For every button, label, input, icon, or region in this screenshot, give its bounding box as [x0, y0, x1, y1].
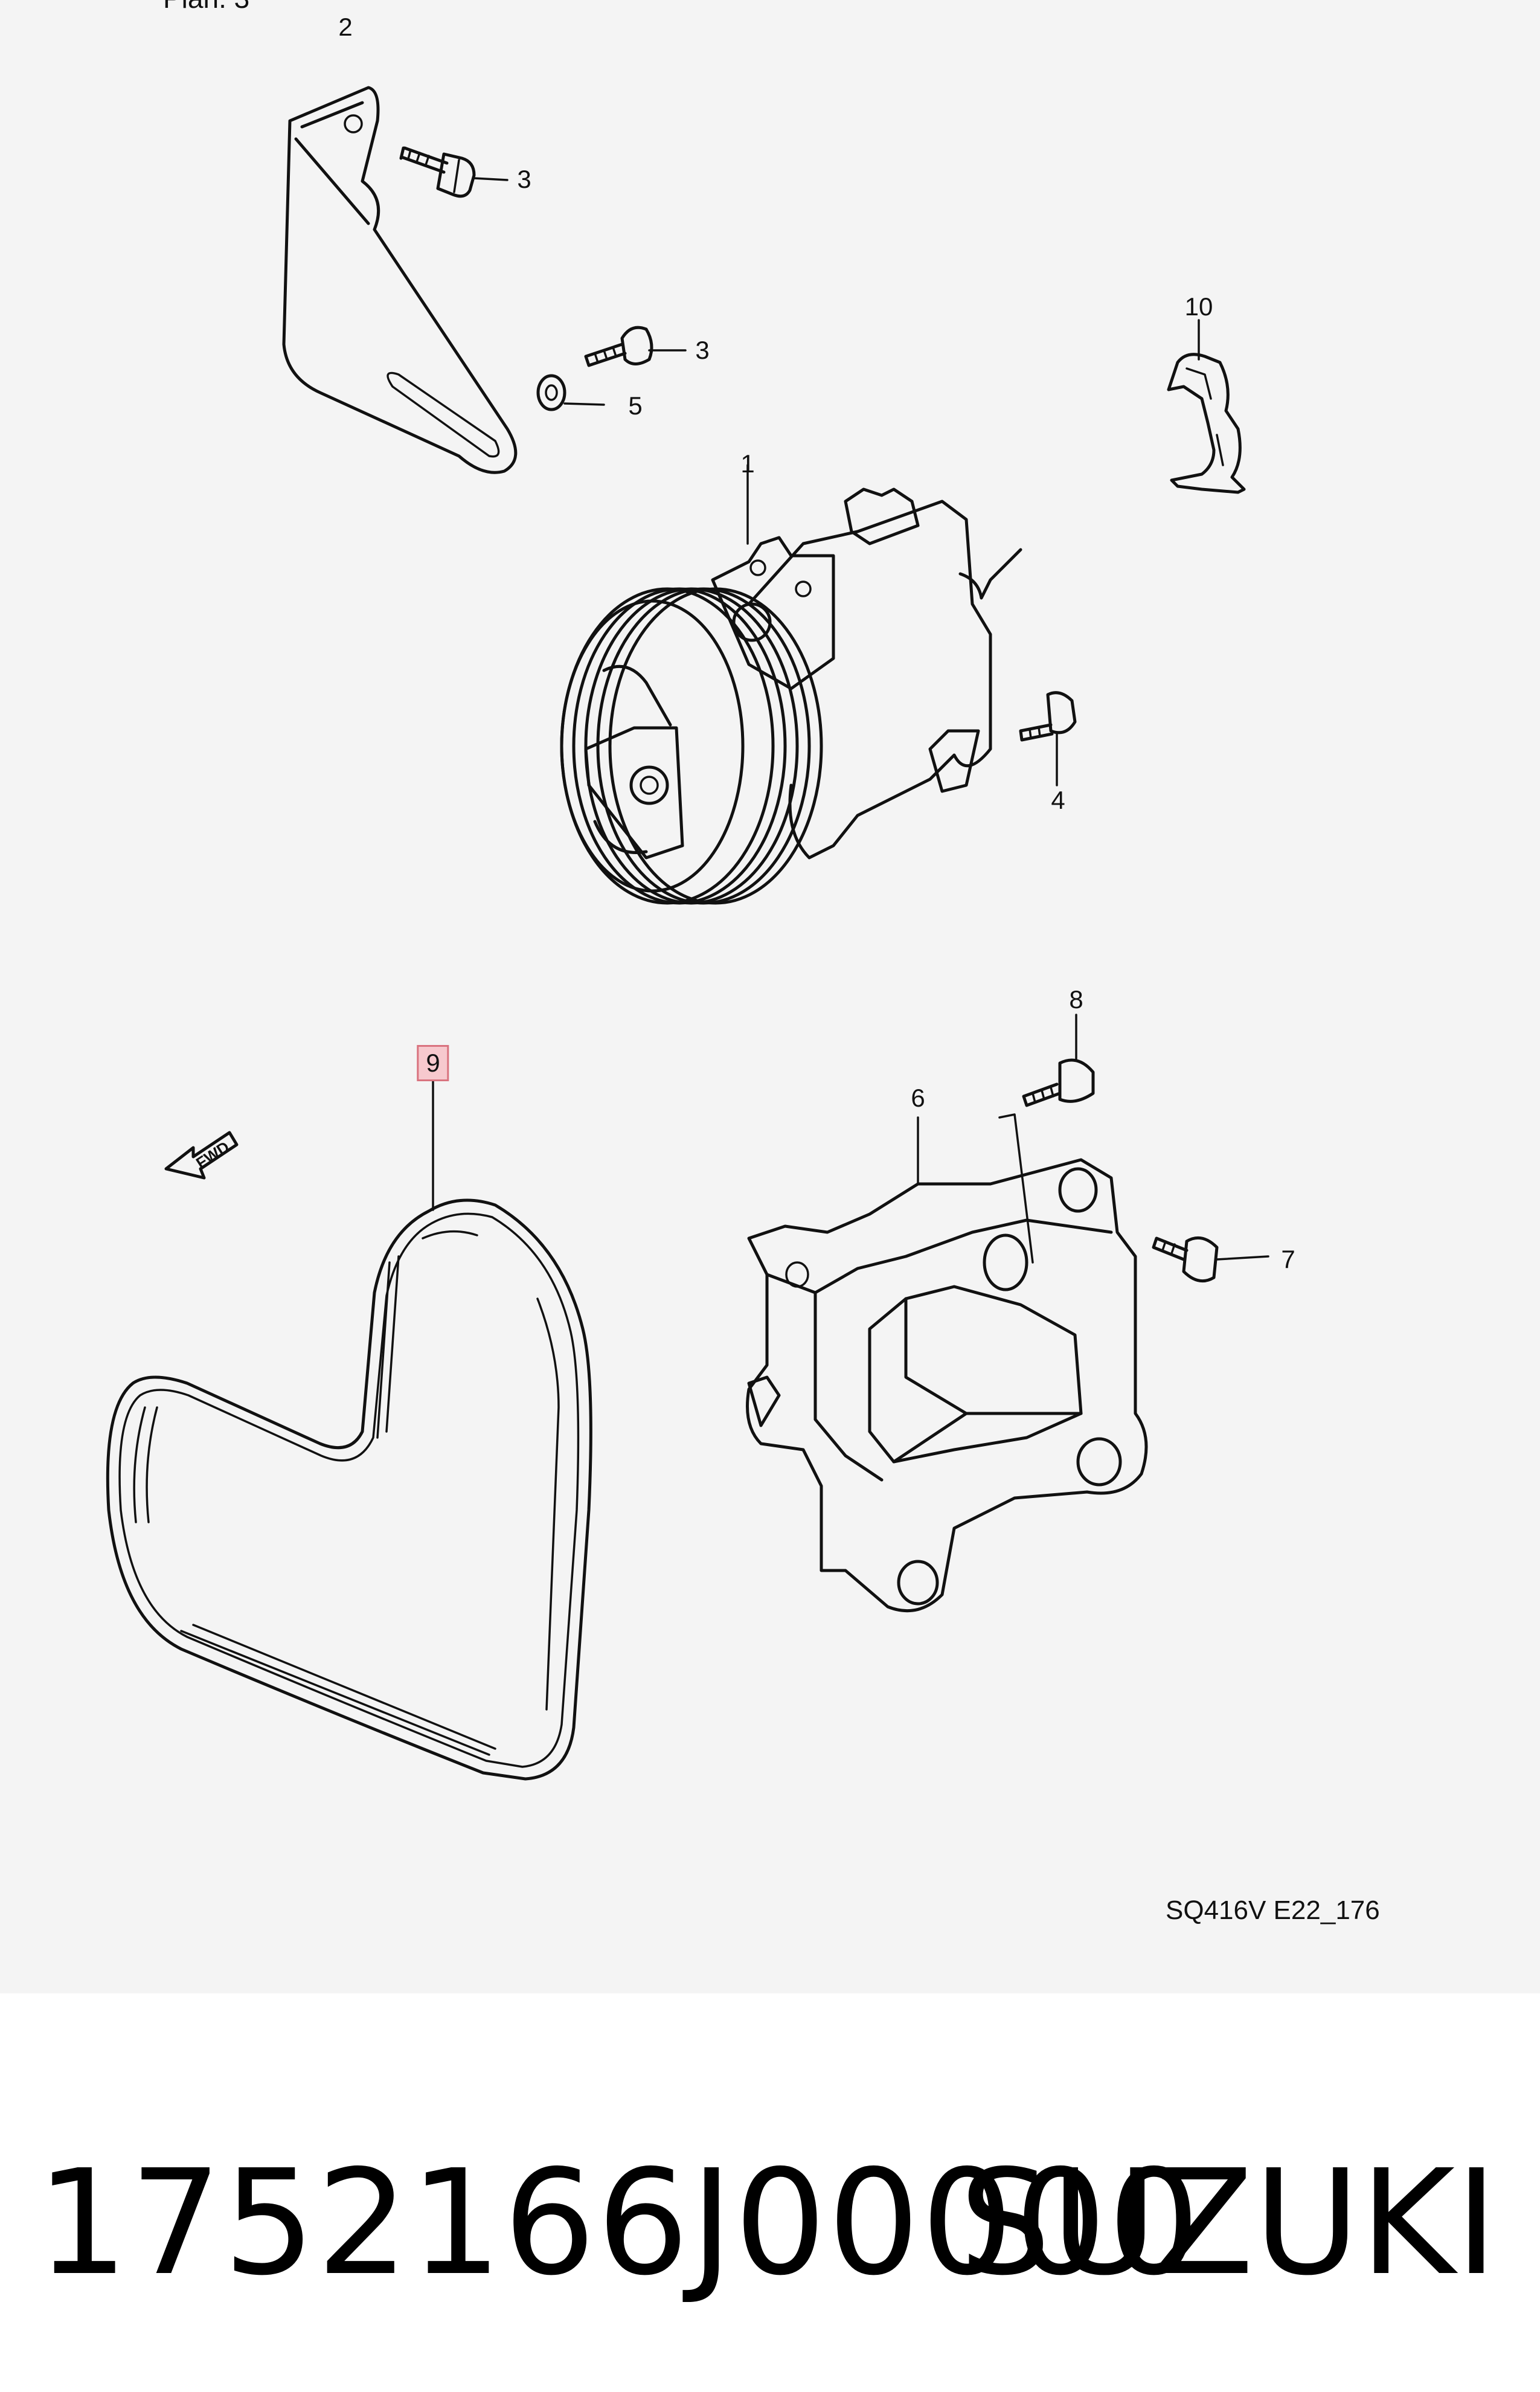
- diagram-panel: Plan. 3: [0, 0, 1540, 1993]
- compressor-part-1: [560, 464, 1022, 905]
- bracket-part-6: [746, 1116, 1148, 1613]
- callout-3-lower[interactable]: 3: [695, 336, 710, 364]
- bolt-part-8: [998, 1014, 1095, 1264]
- callout-4[interactable]: 4: [1051, 786, 1065, 814]
- callout-2[interactable]: 2: [338, 13, 353, 41]
- bolt-part-3-upper: [399, 146, 509, 198]
- callout-9[interactable]: 9: [417, 1045, 449, 1081]
- belt-part-9: [106, 1076, 592, 1781]
- fwd-arrow-icon: [164, 1131, 239, 1180]
- title-fragment: Plan. 3: [163, 0, 249, 14]
- bracket-part-2: [282, 86, 518, 474]
- bolt-part-7: [1152, 1236, 1269, 1283]
- exploded-parts-diagram: [106, 86, 1269, 1781]
- part-number: 1752166J00000: [36, 2138, 1202, 2307]
- callout-8[interactable]: 8: [1069, 985, 1083, 1014]
- washer-part-5: [536, 374, 605, 411]
- bolt-part-4: [1019, 691, 1077, 786]
- clip-part-10: [1167, 319, 1246, 494]
- diagram-code: SQ416V E22_176: [1166, 1895, 1380, 1925]
- callout-3-upper[interactable]: 3: [517, 165, 531, 193]
- bolt-part-3-lower: [584, 326, 687, 367]
- callout-6[interactable]: 6: [911, 1084, 925, 1112]
- callout-10[interactable]: 10: [1184, 292, 1213, 321]
- caption-bar: [0, 1993, 1540, 2392]
- callout-1[interactable]: 1: [740, 449, 755, 478]
- callout-7[interactable]: 7: [1281, 1245, 1295, 1273]
- callout-5[interactable]: 5: [628, 391, 643, 420]
- brand-name: SUZUKI: [958, 2138, 1498, 2307]
